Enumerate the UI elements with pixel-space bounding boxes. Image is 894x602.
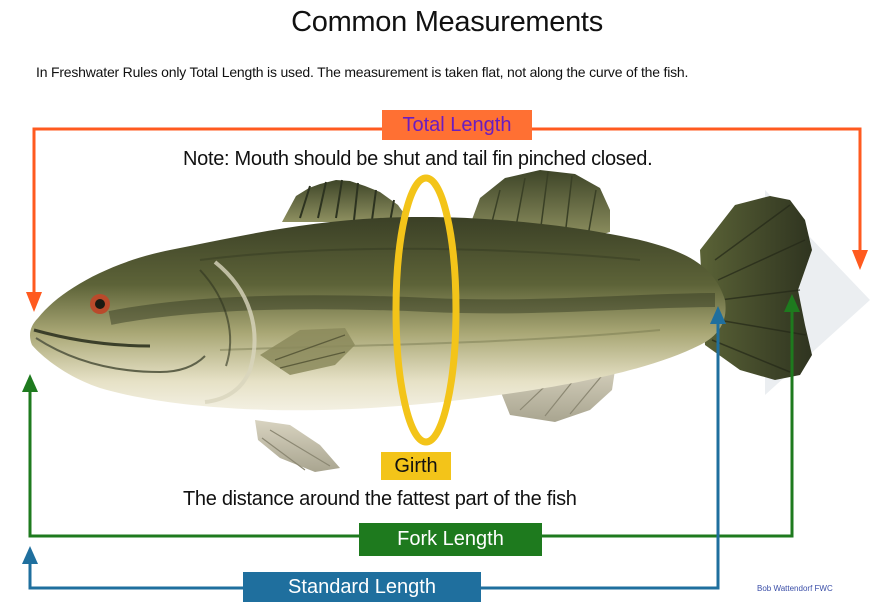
image-credit: Bob Wattendorf FWC [757, 584, 833, 593]
girth-description: The distance around the fattest part of … [183, 488, 577, 511]
page-title: Common Measurements [0, 6, 894, 39]
fork-length-label: Fork Length [359, 523, 542, 556]
standard-length-label: Standard Length [243, 572, 481, 602]
measurement-note: Note: Mouth should be shut and tail fin … [183, 148, 652, 171]
standard-length-arrow-left [22, 546, 38, 564]
total-length-arrow-left [26, 292, 42, 312]
total-length-arrow-right [852, 250, 868, 270]
total-length-label: Total Length [382, 110, 532, 140]
rules-subtitle: In Freshwater Rules only Total Length is… [36, 64, 894, 80]
fork-length-arrow-left [22, 374, 38, 392]
girth-label: Girth [381, 452, 451, 480]
